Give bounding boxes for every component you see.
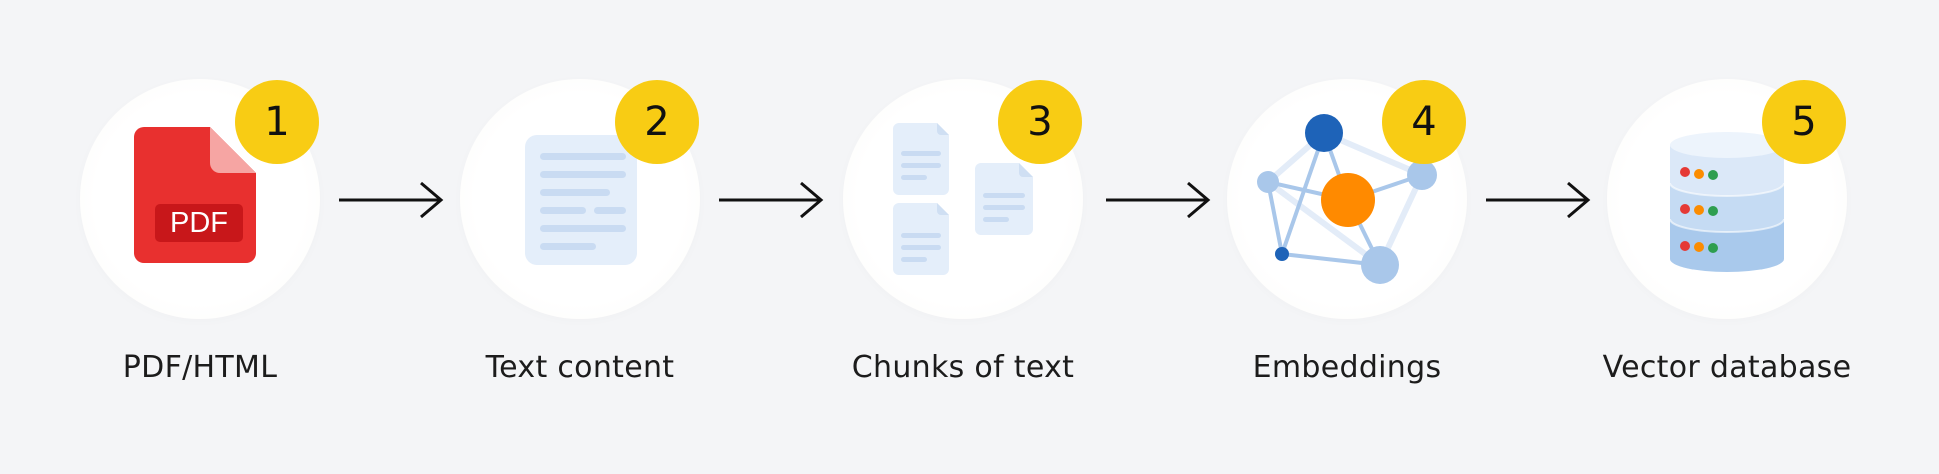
step-number-badge: 2 [615, 80, 699, 164]
step-label: PDF/HTML [122, 350, 278, 385]
step-embeddings: 4 Embeddings [1227, 0, 1467, 474]
arrow-right-icon [1104, 180, 1214, 220]
embedding-graph-icon [1257, 114, 1437, 284]
arrow-right-icon [1484, 180, 1594, 220]
pdf-icon: PDF [134, 127, 256, 263]
step-number-badge: 4 [1382, 80, 1466, 164]
step-label: Text content [485, 350, 675, 385]
step-label: Chunks of text [851, 350, 1075, 385]
step-text-content: 2 Text content [460, 0, 700, 474]
step-pdf-html: PDF 1 PDF/HTML [80, 0, 320, 474]
step-number-badge: 3 [998, 80, 1082, 164]
step-number-badge: 5 [1762, 80, 1846, 164]
database-icon [1669, 132, 1785, 272]
text-document-icon [525, 135, 637, 265]
step-label: Embeddings [1252, 350, 1442, 385]
arrow-right-icon [717, 180, 827, 220]
step-number-badge: 1 [235, 80, 319, 164]
step-chunks-of-text: 3 Chunks of text [843, 0, 1083, 474]
document-chunks-icon [893, 123, 1033, 275]
step-label: Vector database [1602, 350, 1852, 385]
arrow-right-icon [337, 180, 447, 220]
step-vector-database: 5 Vector database [1603, 0, 1851, 474]
pdf-icon-label: PDF [170, 207, 228, 239]
